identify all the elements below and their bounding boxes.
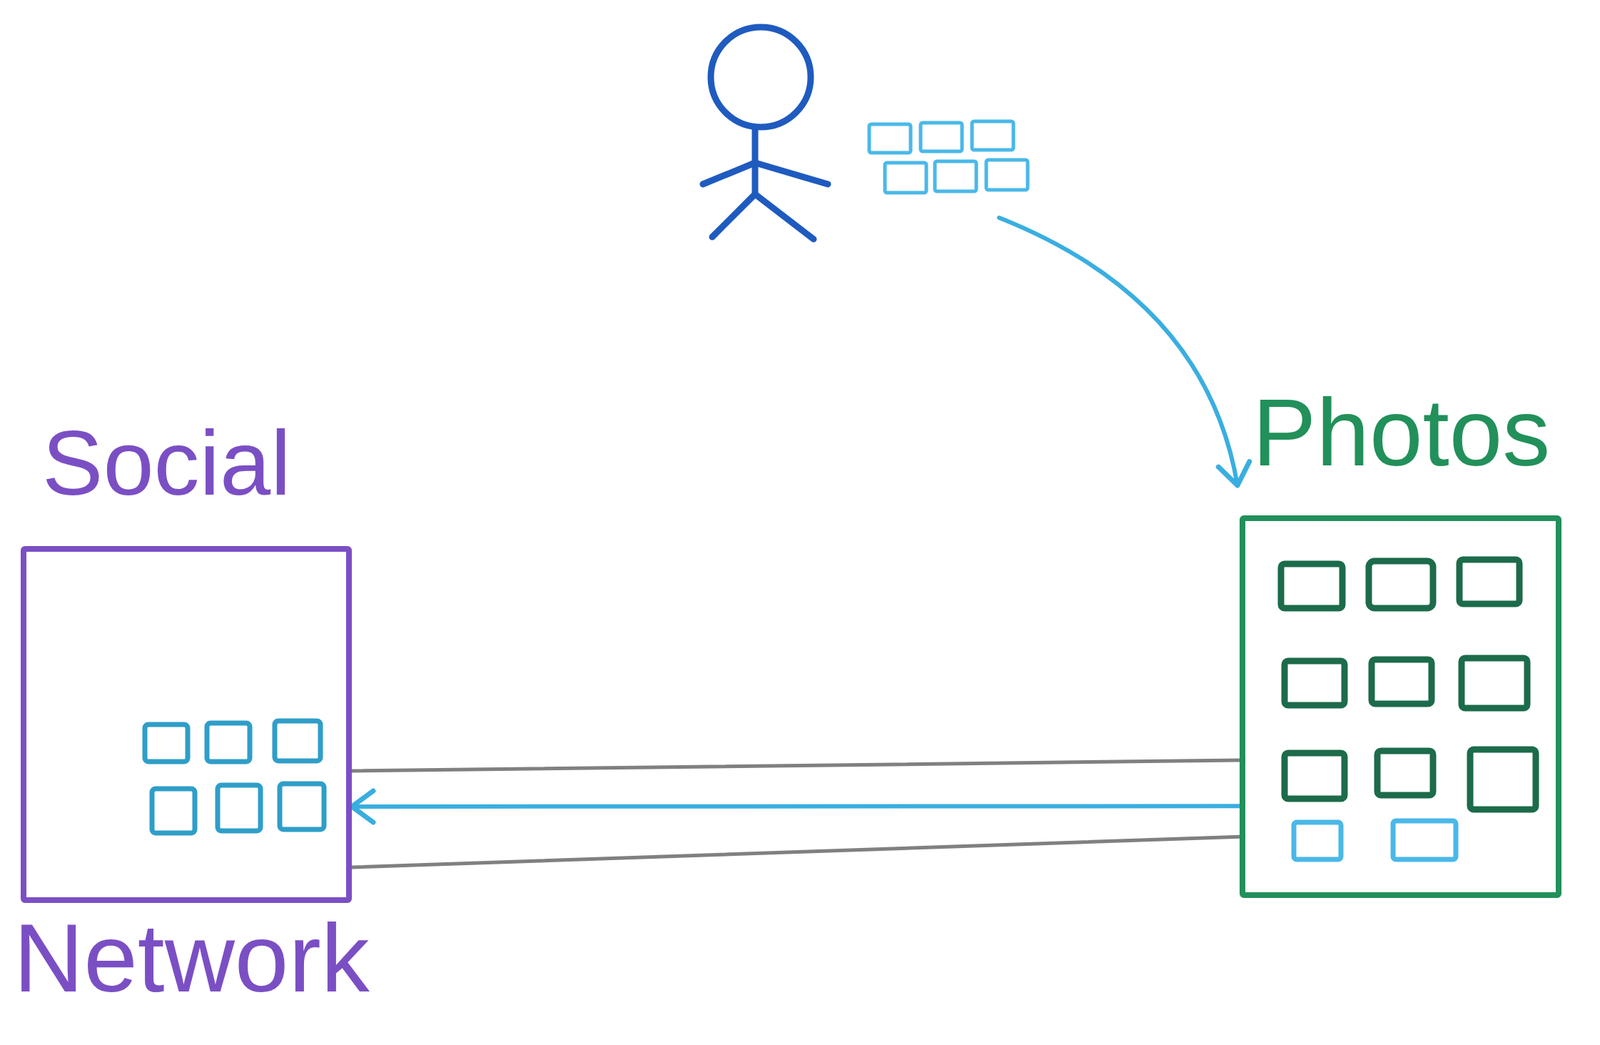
social-network-box: SocialNetwork <box>20 545 352 903</box>
posted-photos <box>144 720 324 833</box>
node-label: Photos <box>1252 384 1551 481</box>
node-label: Social <box>42 417 292 509</box>
sync-line <box>351 760 1240 771</box>
stick-figure <box>702 27 828 240</box>
photos-box: Photos <box>1239 515 1562 898</box>
sync-line <box>351 836 1240 868</box>
connector-layer <box>351 760 1240 868</box>
upload-arrow <box>999 217 1238 486</box>
share-arrow <box>351 803 1240 809</box>
photo-stack <box>869 121 1028 193</box>
shared-photos <box>1293 820 1456 860</box>
stored-photos <box>1280 559 1536 810</box>
node-label: Network <box>13 909 370 1007</box>
